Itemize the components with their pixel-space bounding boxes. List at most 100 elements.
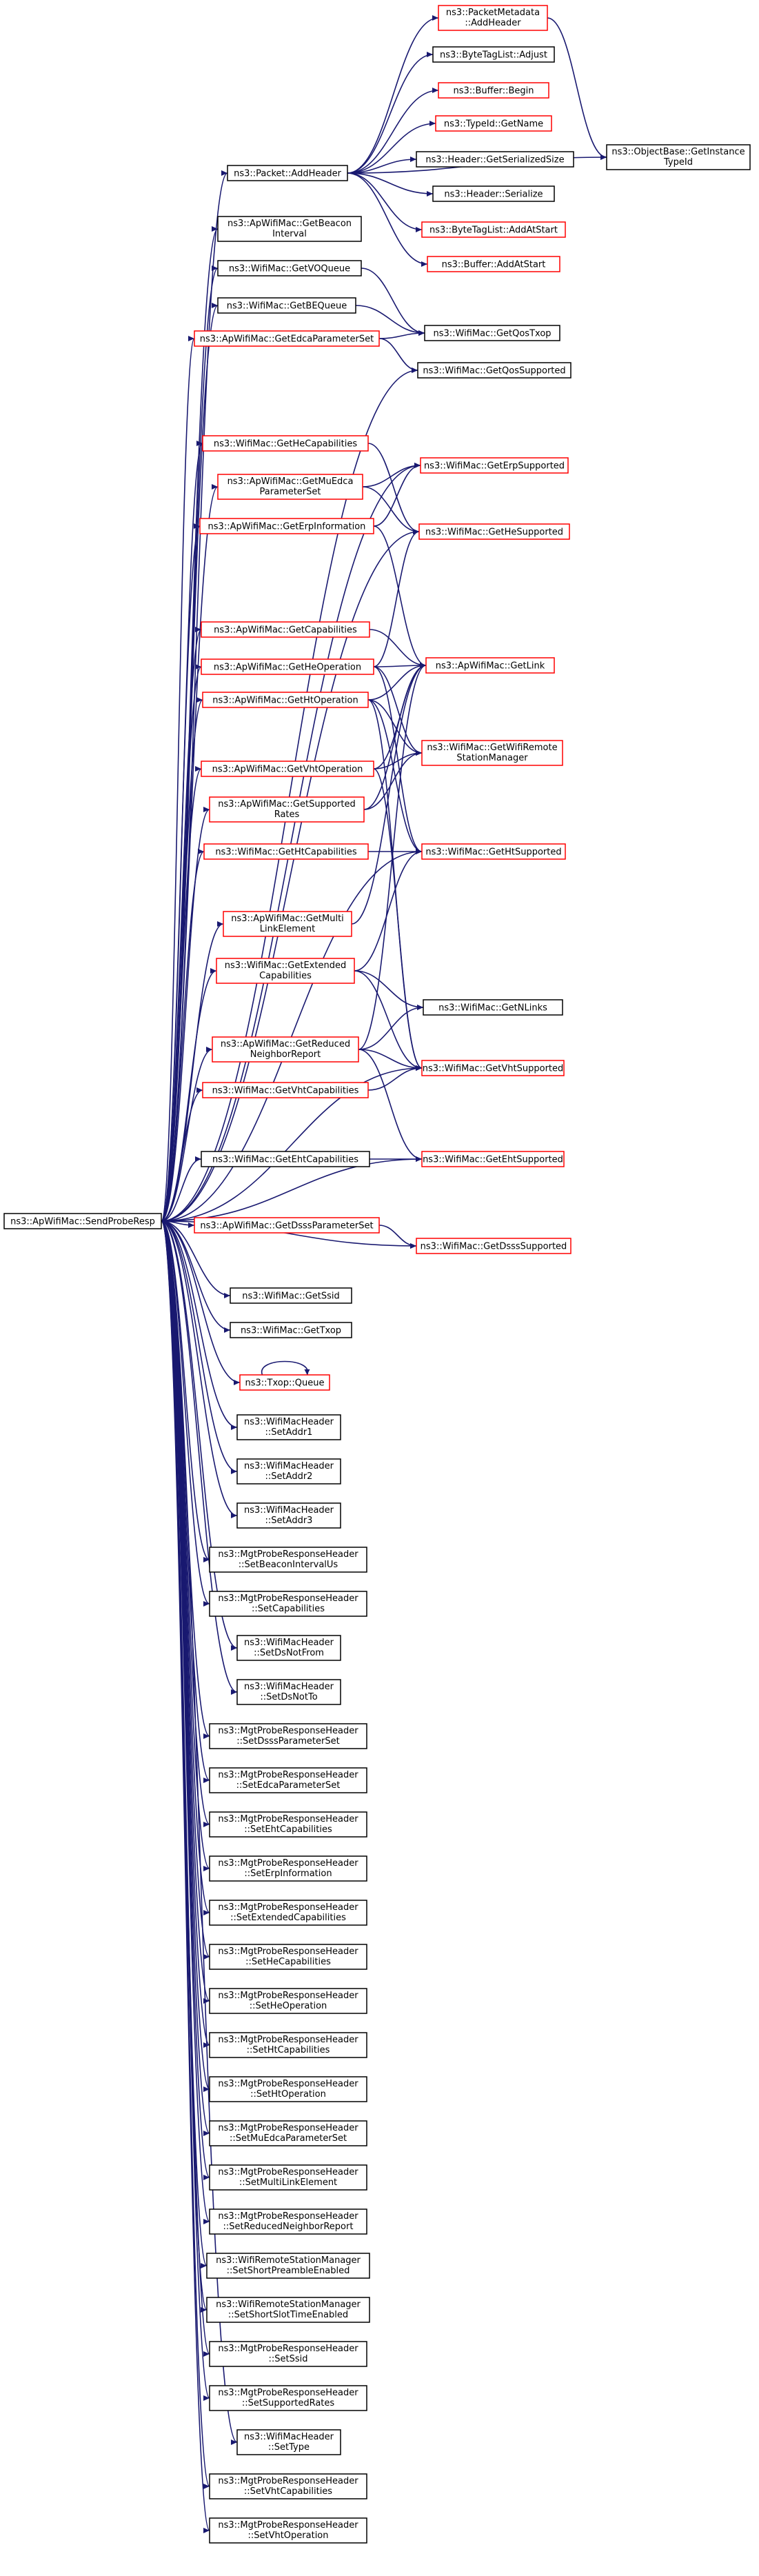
node-setVhtCap[interactable]: ns3::MgtProbeResponseHeader::SetVhtCapab… [209,2473,367,2499]
node-addr2[interactable]: ns3::WifiMacHeader::SetAddr2 [236,1458,341,1485]
node-label: StationManager [456,753,528,763]
node-box [421,221,566,238]
node-setType[interactable]: ns3::WifiMacHeader::SetType [236,2429,341,2455]
node-setRnr[interactable]: ns3::MgtProbeResponseHeader::SetReducedN… [209,2208,367,2235]
arrowhead-icon [203,2086,210,2092]
node-setSsid[interactable]: ns3::MgtProbeResponseHeader::SetSsid [209,2341,367,2367]
node-setHtOp[interactable]: ns3::MgtProbeResponseHeader::SetHtOperat… [209,2076,367,2102]
call-edge-pktAdd-to-pmAdd [347,17,439,174]
node-setCaps[interactable]: ns3::MgtProbeResponseHeader::SetCapabili… [209,1591,367,1617]
node-btlAdjust[interactable]: ns3::ByteTagList::Adjust [432,46,555,63]
node-setHtCap[interactable]: ns3::MgtProbeResponseHeader::SetHtCapabi… [209,2032,367,2058]
node-qosSup[interactable]: ns3::WifiMac::GetQosSupported [417,362,571,379]
node-typeName[interactable]: ns3::TypeId::GetName [435,115,552,132]
node-pmAdd[interactable]: ns3::PacketMetadata::AddHeader [438,5,548,31]
node-setHeOp[interactable]: ns3::MgtProbeResponseHeader::SetHeOperat… [209,1988,367,2014]
node-queue[interactable]: ns3::Txop::Queue [239,1374,330,1391]
node-pktAdd[interactable]: ns3::Packet::AddHeader [227,165,348,181]
node-setDsss[interactable]: ns3::MgtProbeResponseHeader::SetDsssPara… [209,1723,367,1749]
arrowhead-icon [416,227,422,232]
node-label: ::SetReducedNeighborReport [223,2222,354,2232]
node-htCap[interactable]: ns3::WifiMac::GetHtCapabilities [203,843,369,860]
call-edge-erpInfo-to-erpSup [373,465,421,527]
node-edca[interactable]: ns3::ApWifiMac::GetEdcaParameterSet [194,330,380,347]
node-nLinks[interactable]: ns3::WifiMac::GetNLinks [423,999,563,1016]
node-hdrSize[interactable]: ns3::Header::GetSerializedSize [416,151,574,168]
node-setHeCap[interactable]: ns3::MgtProbeResponseHeader::SetHeCapabi… [209,1944,367,1970]
node-bufBegin[interactable]: ns3::Buffer::Begin [438,82,549,99]
node-vhtCap[interactable]: ns3::WifiMac::GetVhtCapabilities [202,1082,369,1098]
node-setMu[interactable]: ns3::MgtProbeResponseHeader::SetMuEdcaPa… [209,2120,367,2146]
node-dsssSup[interactable]: ns3::WifiMac::GetDsssSupported [416,1238,571,1254]
node-addr3[interactable]: ns3::WifiMacHeader::SetAddr3 [236,1502,341,1529]
node-addr1[interactable]: ns3::WifiMacHeader::SetAddr1 [236,1414,341,1440]
call-edge-edca-to-qosSup [378,338,418,371]
node-box [212,1036,359,1063]
node-hdrSer[interactable]: ns3::Header::Serialize [432,185,555,202]
node-ssid[interactable]: ns3::WifiMac::GetSsid [230,1287,352,1304]
node-label: ::SetHtOperation [250,2089,326,2100]
node-ehtSup[interactable]: ns3::WifiMac::GetEhtSupported [421,1151,565,1167]
node-label: ns3::MgtProbeResponseHeader [218,2211,358,2222]
node-qosTxop[interactable]: ns3::WifiMac::GetQosTxop [424,325,560,341]
node-box [202,1082,369,1098]
node-root[interactable]: ns3::ApWifiMac::SendProbeResp [3,1213,162,1229]
node-bufAddStart[interactable]: ns3::Buffer::AddAtStart [427,256,560,272]
node-setRates[interactable]: ns3::MgtProbeResponseHeader::SetSupporte… [209,2385,367,2411]
node-setErp[interactable]: ns3::MgtProbeResponseHeader::SetErpInfor… [209,1855,367,1882]
node-box [209,1767,367,1793]
node-label: ns3::MgtProbeResponseHeader [218,1858,358,1869]
arrowhead-icon [231,1469,237,1474]
node-dsNotTo[interactable]: ns3::WifiMacHeader::SetDsNotTo [236,1679,341,1705]
node-label: ns3::ApWifiMac::GetMuEdca [227,476,354,487]
node-setMl[interactable]: ns3::MgtProbeResponseHeader::SetMultiLin… [209,2164,367,2191]
arrowhead-icon [421,261,427,267]
node-box [209,2208,367,2235]
node-remote[interactable]: ns3::WifiMac::GetWifiRemoteStationManage… [421,740,563,766]
node-setEht[interactable]: ns3::MgtProbeResponseHeader::SetEhtCapab… [209,1811,367,1838]
node-dsss[interactable]: ns3::ApWifiMac::GetDsssParameterSet [194,1217,380,1234]
arrowhead-icon [194,523,200,529]
node-label: ::SetHeCapabilities [245,1957,331,1967]
node-label: ns3::Header::GetSerializedSize [425,155,564,165]
arrowhead-icon [196,1087,203,1093]
call-edge-root-to-setRnr [161,1220,210,2222]
node-vhtSup[interactable]: ns3::WifiMac::GetVhtSupported [421,1060,565,1076]
node-ehtCap[interactable]: ns3::WifiMac::GetEhtCapabilities [201,1151,370,1167]
node-heCap[interactable]: ns3::WifiMac::GetHeCapabilities [202,435,369,452]
node-getLink[interactable]: ns3::ApWifiMac::GetLink [425,657,555,674]
node-shortSlot[interactable]: ns3::WifiRemoteStationManager::SetShortS… [206,2297,370,2323]
node-setVhtOp[interactable]: ns3::MgtProbeResponseHeader::SetVhtOpera… [209,2517,367,2544]
node-txop[interactable]: ns3::WifiMac::GetTxop [230,1322,352,1338]
node-vhtOp[interactable]: ns3::ApWifiMac::GetVhtOperation [201,761,374,777]
node-box [425,657,555,674]
arrowhead-icon [224,1327,230,1333]
node-box [201,761,374,777]
node-setEdca[interactable]: ns3::MgtProbeResponseHeader::SetEdcaPara… [209,1767,367,1793]
node-beq[interactable]: ns3::WifiMac::GetBEQueue [217,297,356,314]
node-setExt[interactable]: ns3::MgtProbeResponseHeader::SetExtended… [209,1900,367,1926]
node-shortPre[interactable]: ns3::WifiRemoteStationManager::SetShortP… [206,2253,370,2279]
call-edge-htOp-to-htSup [367,699,423,852]
node-heOp[interactable]: ns3::ApWifiMac::GetHeOperation [201,658,374,675]
node-erpSup[interactable]: ns3::WifiMac::GetErpSupported [420,457,569,474]
node-erpInfo[interactable]: ns3::ApWifiMac::GetErpInformation [199,518,374,534]
arrowhead-icon [203,1954,210,1960]
node-htOp[interactable]: ns3::ApWifiMac::GetHtOperation [202,692,369,708]
node-heSup[interactable]: ns3::WifiMac::GetHeSupported [418,523,570,540]
node-caps[interactable]: ns3::ApWifiMac::GetCapabilities [201,621,370,638]
node-htSup[interactable]: ns3::WifiMac::GetHtSupported [421,843,566,860]
node-label: Rates [274,809,300,820]
node-dsNotFrom[interactable]: ns3::WifiMacHeader::SetDsNotFrom [236,1635,341,1661]
node-setBeacon[interactable]: ns3::MgtProbeResponseHeader::SetBeaconIn… [209,1547,367,1573]
node-voq[interactable]: ns3::WifiMac::GetVOQueue [217,260,362,276]
node-btlAddStart[interactable]: ns3::ByteTagList::AddAtStart [421,221,566,238]
node-label: ::SetShortSlotTimeEnabled [228,2310,348,2320]
